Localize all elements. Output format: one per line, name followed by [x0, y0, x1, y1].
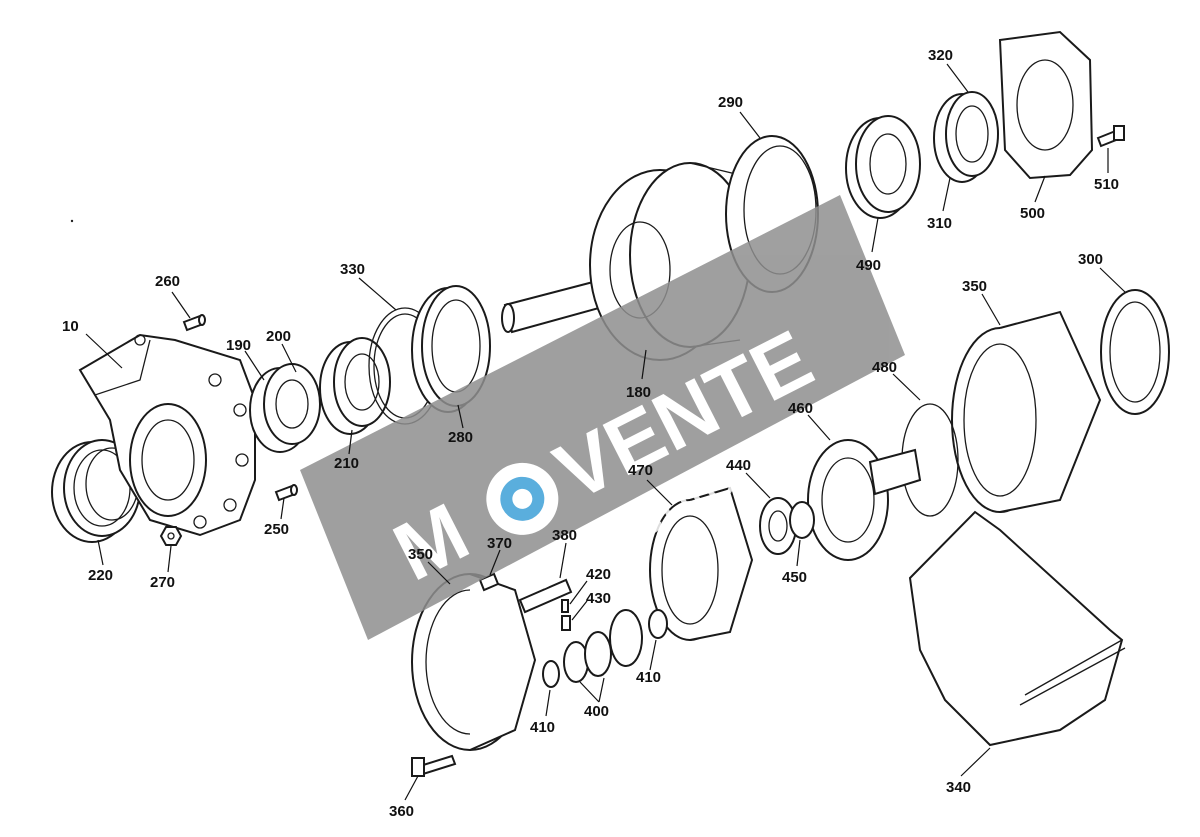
callout-320: 320 — [928, 47, 953, 64]
callout-350-left: 350 — [408, 546, 433, 563]
part-450-washer — [789, 501, 815, 539]
callout-270: 270 — [150, 574, 175, 591]
part-460-gear-shaft — [807, 439, 922, 561]
callout-200: 200 — [266, 328, 291, 345]
callout-430: 430 — [586, 590, 611, 607]
callout-260: 260 — [155, 273, 180, 290]
part-10-housing — [78, 333, 256, 537]
callout-410-left: 410 — [530, 719, 555, 736]
watermark-panel — [300, 195, 905, 640]
part-410-washer-left — [542, 660, 560, 688]
part-350-ring-gear-right — [951, 310, 1102, 513]
callout-470: 470 — [628, 462, 653, 479]
callout-300: 300 — [1078, 251, 1103, 268]
callout-370: 370 — [487, 535, 512, 552]
part-510-bolt — [1096, 125, 1125, 148]
callout-490: 490 — [856, 257, 881, 274]
callout-400: 400 — [584, 703, 609, 720]
watermark-logo-icon — [486, 462, 559, 535]
callout-340: 340 — [946, 779, 971, 796]
part-490-bearing — [845, 115, 921, 219]
part-430-spring — [561, 615, 571, 631]
callout-510: 510 — [1094, 176, 1119, 193]
callout-250: 250 — [264, 521, 289, 538]
part-420-pin — [561, 599, 569, 613]
part-300-washer — [1100, 289, 1170, 415]
callout-500: 500 — [1020, 205, 1045, 222]
part-470-ring-gear — [649, 486, 754, 641]
part-380-pin — [518, 578, 573, 614]
part-360-bolt — [411, 754, 457, 777]
callout-480: 480 — [872, 359, 897, 376]
callout-360: 360 — [389, 803, 414, 820]
callout-440: 440 — [726, 457, 751, 474]
part-340-guard — [908, 510, 1126, 747]
part-310-320-seal — [933, 91, 999, 183]
part-370-pin — [478, 572, 500, 592]
part-190-200-bearing — [249, 363, 321, 453]
part-270-nut — [159, 526, 183, 546]
part-260-bolt — [182, 314, 206, 332]
callout-190: 190 — [226, 337, 251, 354]
part-250-bolt — [274, 484, 298, 502]
callout-460: 460 — [788, 400, 813, 417]
callout-450: 450 — [782, 569, 807, 586]
callout-290: 290 — [718, 94, 743, 111]
callout-10: 10 — [62, 318, 79, 335]
print-speck — [70, 219, 74, 223]
part-210-gear-ring — [319, 337, 391, 435]
callout-220: 220 — [88, 567, 113, 584]
callout-180: 180 — [626, 384, 651, 401]
callout-350-right: 350 — [962, 278, 987, 295]
part-500-cover — [998, 30, 1094, 180]
callout-380: 380 — [552, 527, 577, 544]
leader-lines — [85, 63, 1126, 801]
callout-310: 310 — [927, 215, 952, 232]
callout-410-right: 410 — [636, 669, 661, 686]
part-280-bearing — [411, 285, 491, 413]
callout-280: 280 — [448, 429, 473, 446]
callout-330: 330 — [340, 261, 365, 278]
callout-labels: 260 10 190 200 330 210 280 220 270 250 2… — [62, 47, 1119, 820]
part-410-washer-right — [648, 609, 668, 639]
part-400-planet-gears — [563, 609, 643, 683]
callout-420: 420 — [586, 566, 611, 583]
part-350-planet-carrier-left — [411, 573, 537, 751]
callout-210: 210 — [334, 455, 359, 472]
